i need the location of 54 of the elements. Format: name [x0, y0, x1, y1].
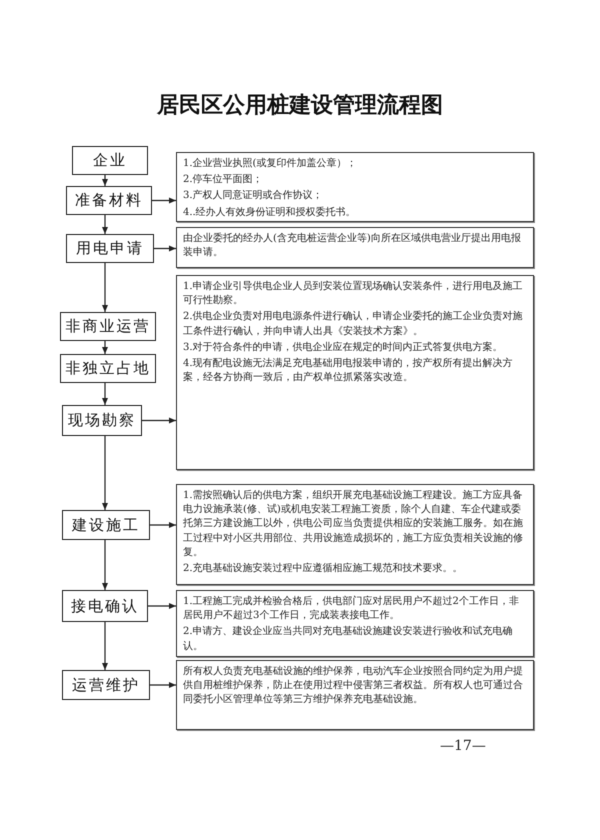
- note-text: 所有权人负责充电基础设施的维护保养，电动汽车企业按照合同约定为用户提供自用桩维护保养，防止在使用过程中侵害第三者权益。所有权人也可通过合同委托小区管理单位等第三方维护保养充电基础设施。: [183, 665, 524, 708]
- step-label: 用电申请: [76, 239, 144, 258]
- process-box: [62, 510, 150, 540]
- process-box: [72, 146, 148, 175]
- note-box: [176, 590, 534, 657]
- arrow: [150, 522, 176, 528]
- title: 居民区公用桩建设管理流程图: [156, 91, 444, 120]
- note-text: 3.产权人同意证明或合作协议；: [183, 189, 324, 204]
- step-label: 建设施工: [72, 516, 140, 534]
- note-text: 1.工程施工完成并检验合格后，供电部门应对居民用户不超过2个工作日，非居民用户不超过3个工作日，完成装表接电工作。: [183, 595, 520, 624]
- note-box: [176, 484, 534, 585]
- note-text: 4.现有配电设施无法满足充电基础用电报装申请的，按产权所有提出解决方案，经各方协商一致后，由产权单位抓紧落实改造。: [183, 356, 514, 386]
- arrow: [148, 603, 176, 609]
- step-label: 接电确认: [71, 596, 139, 616]
- process-box: [62, 590, 148, 622]
- note-box: [176, 275, 534, 470]
- step-label: 非商业运营: [66, 317, 150, 336]
- note-text: 2.停车位平面图；: [183, 173, 264, 188]
- note-text: 2.申请方、建设企业应当共同对充电基础设施建设安装进行验收和试充电确认。: [183, 625, 514, 654]
- arrow: [102, 341, 108, 354]
- note-box: [176, 660, 534, 730]
- arrow: [102, 175, 108, 186]
- process-box: [66, 186, 152, 215]
- arrow: [102, 540, 108, 590]
- note-text: 2.充电基础设施安装过程中应遵循相应施工规范和技术要求。。: [183, 562, 464, 576]
- arrow: [102, 436, 108, 510]
- step-label: 非独立占地: [66, 359, 150, 378]
- arrow: [154, 246, 176, 252]
- note-text: 1.需按照确认后的供电方案，组织开展充电基础设施工程建设。施工方应具备电力设施承装(修、试)或机电安装工程施工资质，除个人自建、车企代建或委托第三方建设施工以外，供电公司应当负责提供相应的安装施工服务。如在施工过程中对小区共用部位、共用设施造成损坏的，施工方应负责相关设施的修复。: [183, 489, 524, 560]
- note-text: 由企业委托的经办人(含充电桩运营企业等)向所在区域供电营业厅提出用电报装申请。: [183, 232, 522, 260]
- step-label: 企业: [93, 151, 127, 170]
- note-box: [176, 152, 534, 222]
- arrow: [102, 263, 108, 312]
- note-text: 1.企业营业执照(或复印件加盖公章）；: [183, 157, 358, 171]
- arrow: [102, 383, 108, 405]
- note-text: 4..经办人有效身份证明和授权委托书。: [183, 206, 357, 220]
- arrow: [102, 622, 108, 670]
- note-text: 3.对于符合条件的申请，供电企业应在规定的时间内正式答复供电方案。: [183, 340, 504, 355]
- process-box: [60, 354, 156, 383]
- step-label: 现场勘察: [68, 411, 136, 430]
- process-box: [66, 234, 154, 263]
- arrow: [152, 198, 176, 204]
- process-box: [62, 670, 150, 700]
- page-number: —17—: [440, 738, 486, 754]
- arrow: [142, 418, 176, 424]
- arrow: [102, 215, 108, 234]
- process-box: [62, 405, 142, 436]
- step-label: 运营维护: [72, 676, 140, 694]
- step-label: 准备材料: [75, 191, 143, 210]
- note-text: 2.供电企业负责对用电电源条件进行确认，申请企业委托的施工企业负责对施工条件进行确认，并向申请人出具《安装技术方案》。: [183, 310, 524, 339]
- process-box: [60, 312, 156, 341]
- note-box: [176, 227, 534, 268]
- arrow: [150, 682, 176, 688]
- note-text: 1.申请企业引导供电企业人员到安装位置现场确认安装条件，进行用电及施工可行性勘察。: [183, 280, 524, 308]
